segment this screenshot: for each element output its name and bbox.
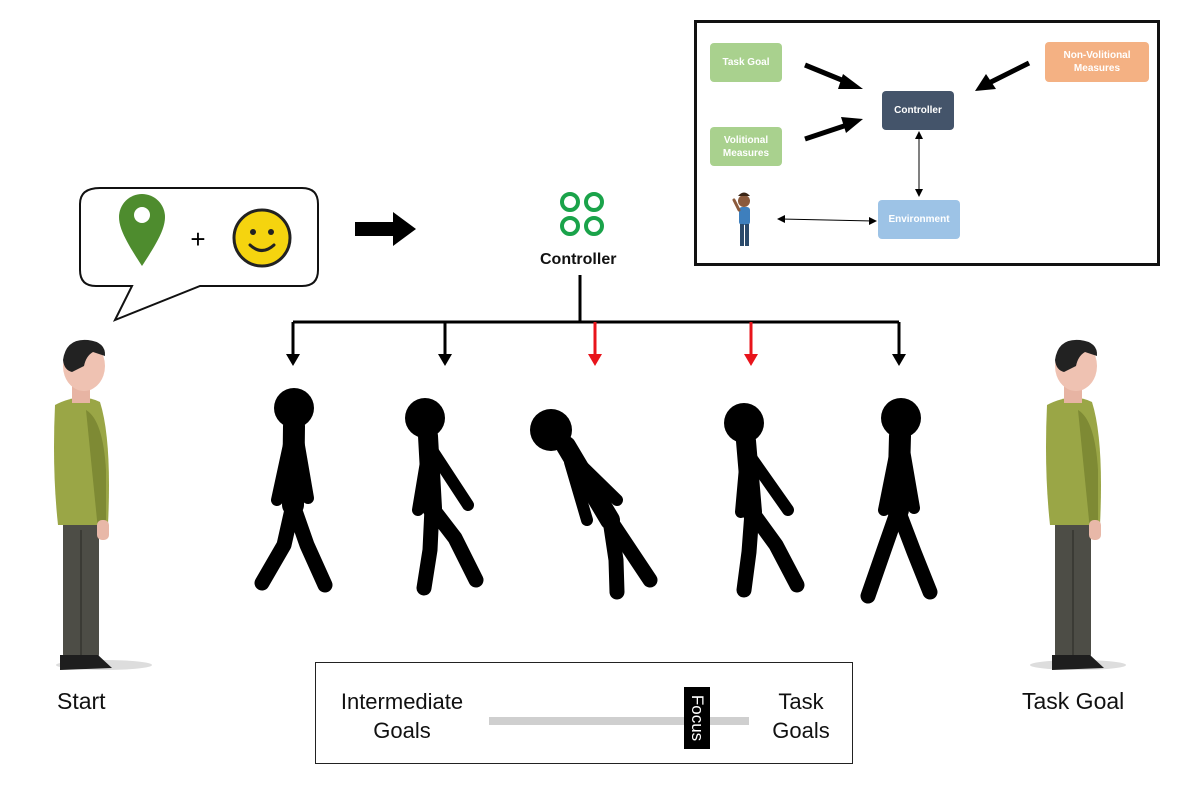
volitional-line2: Measures	[722, 147, 770, 159]
small-person-icon	[732, 192, 750, 246]
volitional-line1: Volitional	[723, 134, 769, 146]
stick-figure-5	[860, 398, 938, 604]
task-goal-box: Task Goal	[710, 43, 782, 82]
non-volitional-line2: Measures	[1073, 63, 1121, 74]
focus-knob-label: Focus	[688, 694, 707, 742]
non-volitional-measures-box: Non-Volitional Measures	[1045, 42, 1149, 82]
task-goals-label: Task Goals	[756, 687, 846, 745]
intermediate-goals-line1: Intermediate	[340, 689, 464, 714]
arrow-red-4	[744, 322, 758, 366]
speech-bubble: +	[79, 187, 319, 322]
stick-figure-3-falling	[530, 409, 658, 600]
non-volitional-line1: Non-Volitional	[1063, 50, 1131, 61]
inset-connectors	[732, 60, 1031, 246]
controller-label: Controller	[540, 251, 617, 268]
stick-figure-2	[405, 398, 484, 596]
plus-sign: +	[190, 224, 205, 254]
controller-box: Controller	[882, 91, 954, 130]
smiley-face-icon	[232, 208, 292, 268]
arrow-non-volitional-to-controller	[975, 60, 1031, 91]
big-arrow-icon	[355, 212, 416, 246]
start-label: Start	[57, 688, 106, 714]
intermediate-goals-label: Intermediate Goals	[334, 687, 470, 745]
arrow-black-5	[892, 354, 906, 366]
person-task-goal-figure	[1030, 339, 1126, 670]
arrow-task-goal-to-controller	[804, 62, 863, 89]
focus-slider-track	[489, 717, 749, 725]
arrow-red-3	[588, 322, 602, 366]
stick-figure-1	[254, 388, 333, 593]
environment-box: Environment	[878, 200, 960, 239]
location-pin-icon	[119, 194, 165, 266]
inset-block-diagram: Task Goal Volitional Measures Non-Voliti…	[694, 20, 1160, 266]
arrow-black-1	[286, 354, 300, 366]
focus-scale-panel: Intermediate Goals Focus Task Goals	[315, 662, 853, 764]
arrow-person-environment	[777, 215, 877, 225]
task-goals-line2: Goals	[772, 718, 830, 743]
arrow-controller-environment	[915, 131, 923, 197]
arrow-volitional-to-controller	[804, 117, 863, 142]
controller-icon	[560, 192, 604, 236]
focus-slider-knob: Focus	[684, 687, 710, 749]
volitional-measures-box: Volitional Measures	[710, 127, 782, 166]
stick-figure-4	[724, 403, 805, 598]
person-start-figure	[54, 339, 152, 670]
intermediate-goals-line2: Goals	[373, 718, 431, 743]
task-goal-label: Task Goal	[1022, 688, 1125, 714]
arrow-black-2	[438, 354, 452, 366]
task-goals-line1: Task	[778, 689, 824, 714]
